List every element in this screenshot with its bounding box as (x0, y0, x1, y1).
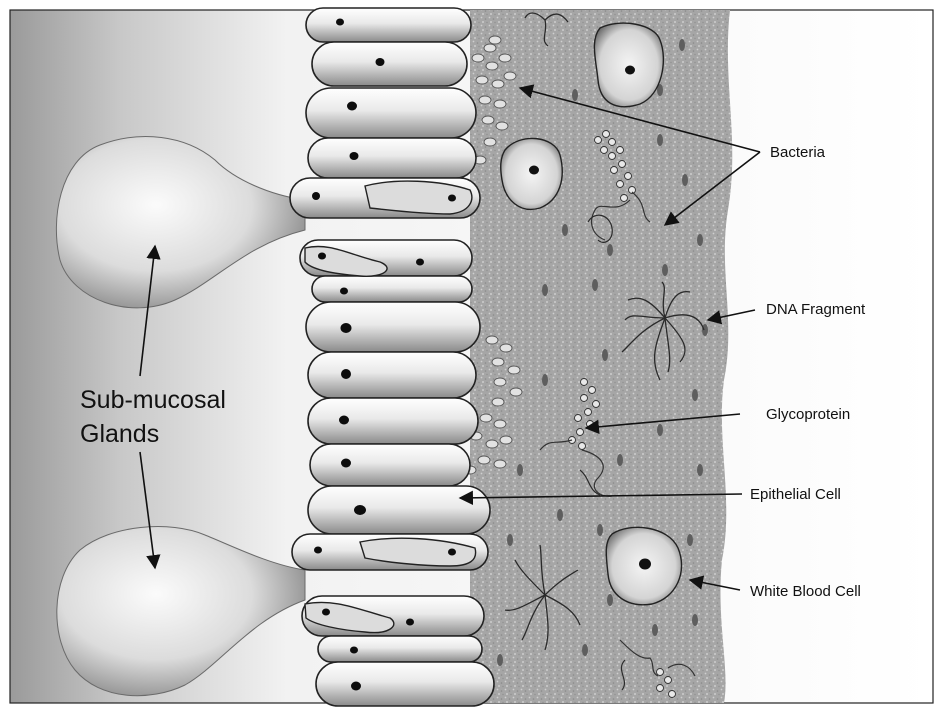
epithelial-cell (306, 302, 480, 352)
bacteria-label: Bacteria (770, 144, 826, 161)
glands-label-line2: Glands (80, 420, 159, 448)
glands-label-line1: Sub-mucosal (80, 386, 226, 414)
white-blood-cell-label: White Blood Cell (750, 583, 861, 600)
epithelial-cell (312, 276, 472, 302)
glycoprotein-label: Glycoprotein (766, 406, 850, 423)
epithelial-cell (308, 398, 478, 444)
epithelial-cell (308, 352, 476, 398)
epithelial-cell-label: Epithelial Cell (750, 486, 841, 503)
wbc-nucleus (625, 66, 635, 75)
epithelial-cell (306, 88, 476, 138)
wbc-nucleus (529, 166, 539, 175)
epithelial-cell (310, 444, 470, 486)
epithelial-cell (316, 662, 494, 706)
epithelial-cell (306, 8, 471, 42)
epithelial-cell (318, 636, 482, 662)
dna-fragment-label: DNA Fragment (766, 301, 866, 318)
mucus-layer (470, 10, 732, 703)
white-blood-cell (594, 23, 663, 107)
epithelial-cell (312, 42, 467, 86)
epithelial-cell (308, 486, 490, 534)
epithelial-cell (308, 138, 476, 178)
white-blood-cell (501, 138, 562, 209)
wbc-nucleus (639, 559, 651, 570)
epithelium (290, 8, 494, 706)
